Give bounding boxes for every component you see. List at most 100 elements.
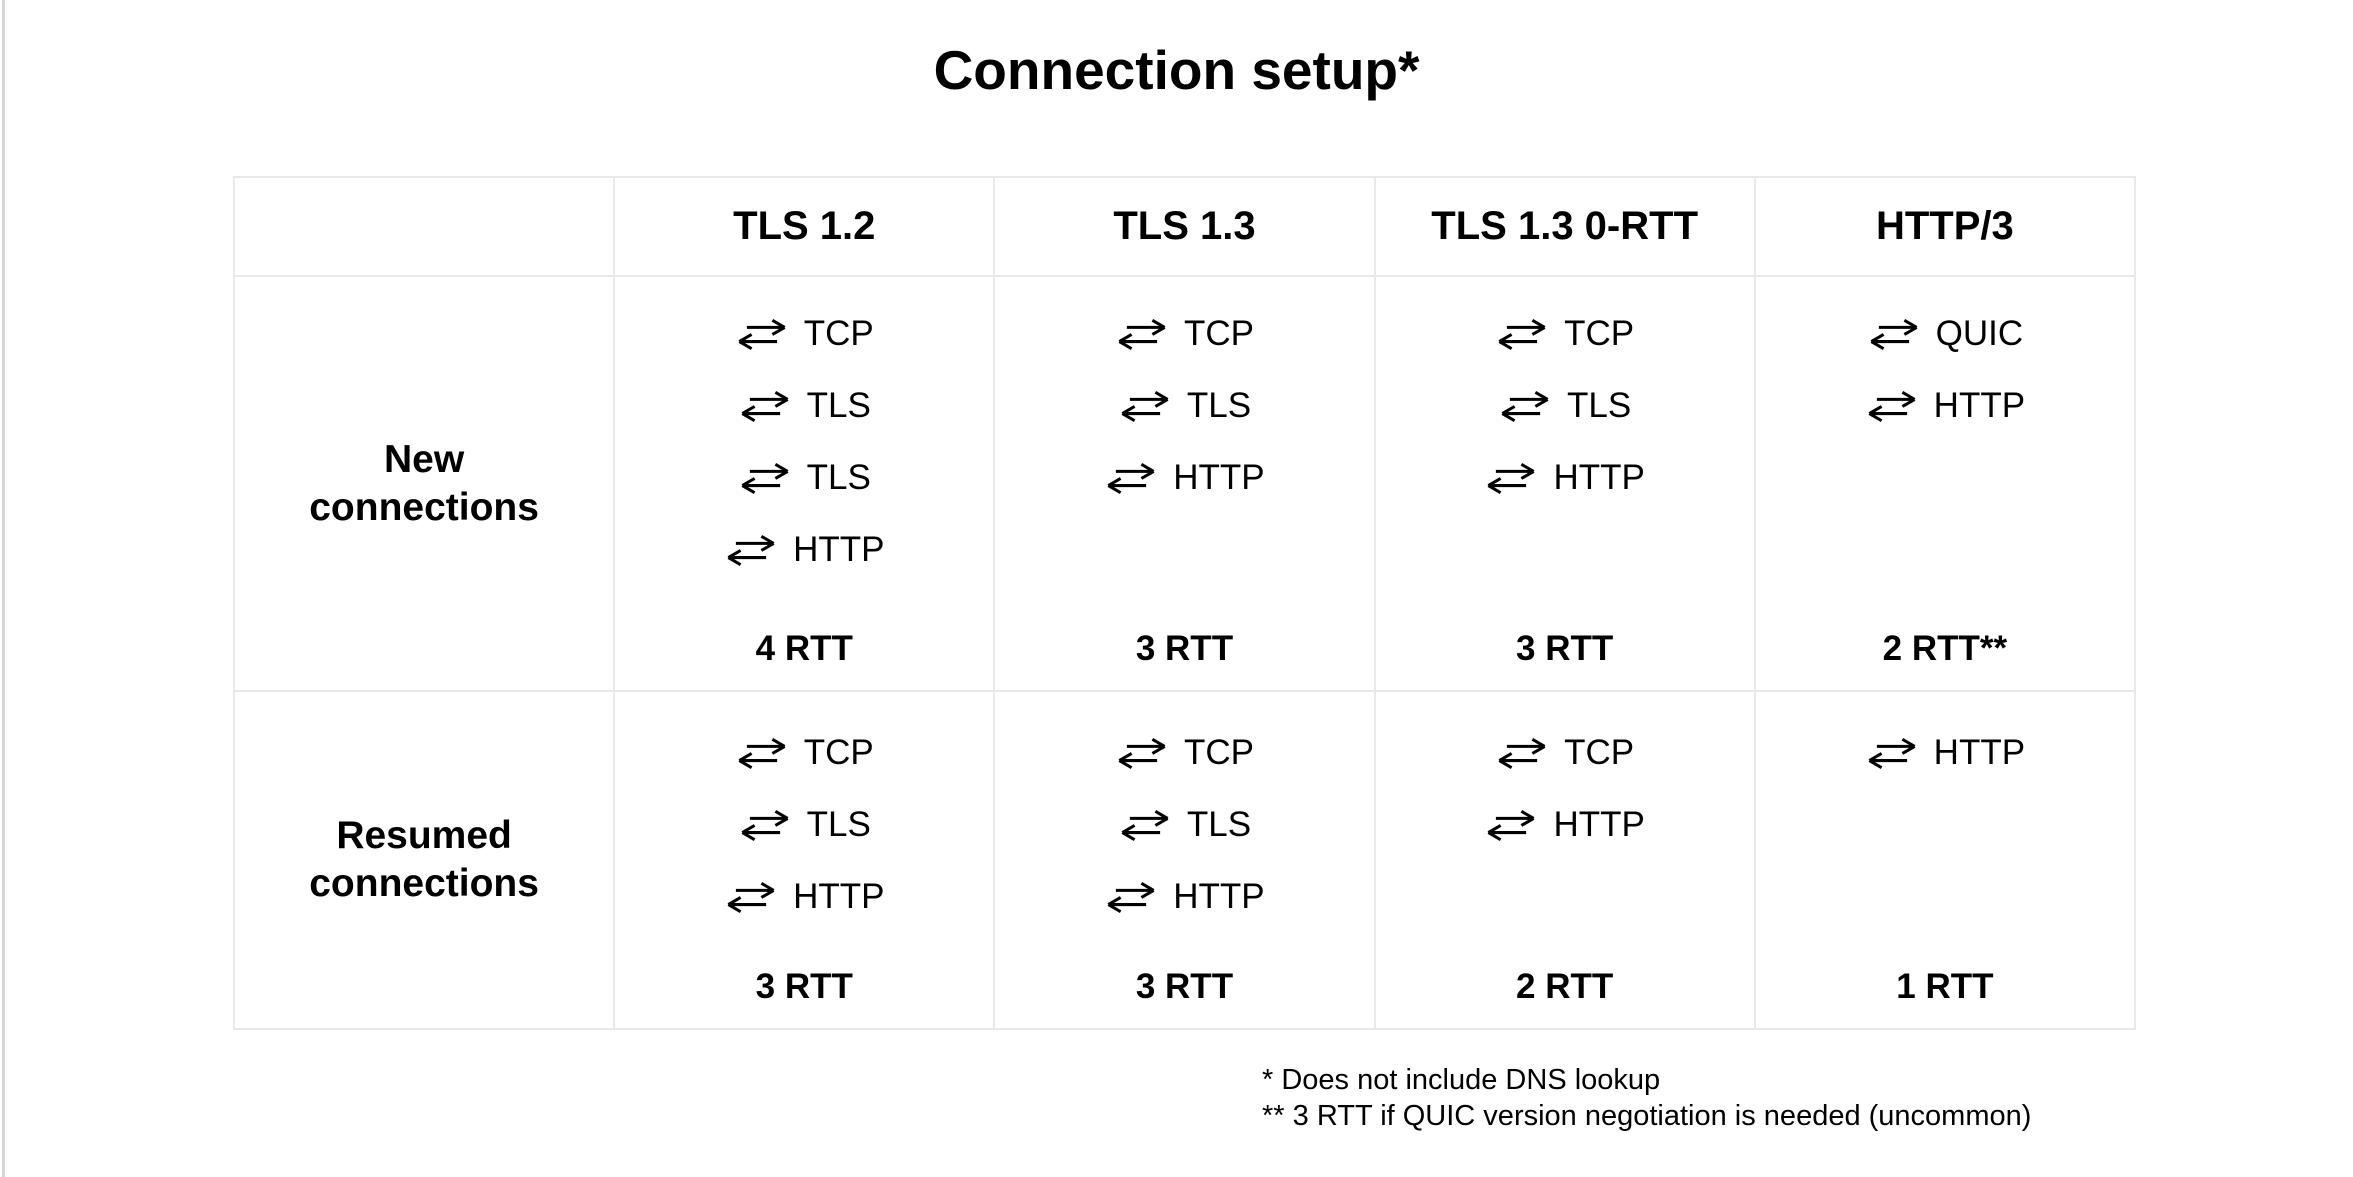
round-trip-arrows-icon xyxy=(1107,462,1155,494)
protocol-label: TLS xyxy=(806,805,871,844)
protocol-step: TLS xyxy=(995,386,1373,425)
round-trip-list: TCP TLS TLS HTTP xyxy=(615,314,993,569)
protocol-label: TLS xyxy=(806,386,871,425)
round-trip-arrows-icon xyxy=(1121,390,1169,422)
protocol-step: HTTP xyxy=(1756,386,2134,425)
round-trip-arrows-icon xyxy=(1107,881,1155,913)
column-header: TLS 1.2 xyxy=(613,176,996,277)
footnote-asterisk: * Does not include DNS lookup xyxy=(1262,1064,1661,1096)
row-header-cell: New connections xyxy=(232,275,616,692)
protocol-step: TCP xyxy=(1376,314,1754,353)
connection-cell: HTTP 1 RTT xyxy=(1753,690,2137,1030)
protocol-label: TCP xyxy=(803,314,874,353)
round-trip-arrows-icon xyxy=(741,462,789,494)
round-trip-arrows-icon xyxy=(1870,318,1918,350)
round-trip-arrows-icon xyxy=(727,534,775,566)
protocol-label: QUIC xyxy=(1935,314,2024,353)
row-header: New connections xyxy=(309,437,539,529)
round-trip-arrows-icon xyxy=(1118,737,1166,769)
protocol-label: TCP xyxy=(1564,733,1635,772)
protocol-label: TLS xyxy=(1567,386,1632,425)
rtt-count: 3 RTT xyxy=(1135,967,1234,1006)
rtt-count: 3 RTT xyxy=(755,967,853,1006)
round-trip-arrows-icon xyxy=(738,318,786,350)
connection-cell: QUIC HTTP 2 RTT** xyxy=(1753,275,2137,692)
round-trip-list: TCP TLS HTTP xyxy=(1376,314,1754,497)
connection-cell: TCP TLS TLS HTTP 4 RTT xyxy=(613,275,996,692)
round-trip-list: TCP TLS HTTP xyxy=(995,314,1373,497)
protocol-step: TCP xyxy=(615,733,993,772)
rtt-count: 3 RTT xyxy=(1516,629,1614,668)
protocol-label: HTTP xyxy=(1933,733,2026,772)
protocol-label: TCP xyxy=(1564,314,1635,353)
round-trip-arrows-icon xyxy=(1121,809,1169,841)
protocol-step: TCP xyxy=(995,314,1373,353)
round-trip-arrows-icon xyxy=(741,809,789,841)
protocol-label: HTTP xyxy=(1933,386,2026,425)
corner-cell xyxy=(232,176,616,277)
protocol-step: TLS xyxy=(995,805,1373,844)
round-trip-arrows-icon xyxy=(1488,462,1535,494)
table-row: New connections TCP TLS TLS HTTP 4 RTT TCP TLS H… xyxy=(232,275,2137,692)
protocol-step: HTTP xyxy=(1756,733,2134,772)
row-header: Resumed connections xyxy=(309,814,539,905)
protocol-step: TCP xyxy=(995,733,1373,772)
protocol-step: TLS xyxy=(1376,386,1754,425)
rtt-count: 1 RTT xyxy=(1896,967,1994,1006)
round-trip-arrows-icon xyxy=(1868,737,1916,769)
protocol-label: HTTP xyxy=(1173,458,1265,497)
protocol-step: TLS xyxy=(615,386,993,425)
protocol-step: TCP xyxy=(1376,733,1754,772)
rtt-count: 3 RTT xyxy=(1135,629,1234,668)
table-row: Resumed connections TCP TLS HTTP 3 RTT TCP TLS… xyxy=(232,690,2137,1030)
protocol-label: HTTP xyxy=(793,877,885,916)
round-trip-arrows-icon xyxy=(1868,390,1916,422)
footnotes: * Does not include DNS lookup ** 3 RTT i… xyxy=(1262,1062,2031,1134)
protocol-step: HTTP xyxy=(995,458,1373,497)
protocol-label: TLS xyxy=(806,458,871,497)
footnote-double-asterisk: ** 3 RTT if QUIC version negotiation is … xyxy=(1262,1100,2032,1132)
protocol-label: HTTP xyxy=(793,530,885,569)
connection-cell: TCP TLS HTTP 3 RTT xyxy=(993,275,1376,692)
page-edge-line xyxy=(2,0,5,1177)
protocol-label: TCP xyxy=(1183,314,1254,353)
protocol-step: HTTP xyxy=(995,877,1373,916)
round-trip-list: HTTP xyxy=(1756,733,2134,772)
connection-cell: TCP TLS HTTP 3 RTT xyxy=(993,690,1376,1030)
protocol-label: TCP xyxy=(803,733,874,772)
round-trip-list: TCP HTTP xyxy=(1376,733,1754,844)
protocol-step: QUIC xyxy=(1756,314,2134,353)
round-trip-arrows-icon xyxy=(1488,809,1535,841)
protocol-step: TLS xyxy=(615,458,993,497)
protocol-label: TCP xyxy=(1183,733,1254,772)
connection-cell: TCP TLS HTTP 3 RTT xyxy=(1373,275,1756,692)
round-trip-arrows-icon xyxy=(727,881,775,913)
column-header: TLS 1.3 xyxy=(993,176,1376,277)
round-trip-arrows-icon xyxy=(741,390,789,422)
row-header-cell: Resumed connections xyxy=(232,690,616,1030)
protocol-step: HTTP xyxy=(615,877,993,916)
column-header: HTTP/3 xyxy=(1753,176,2137,277)
round-trip-arrows-icon xyxy=(1501,390,1549,422)
protocol-label: TLS xyxy=(1186,386,1252,425)
rtt-count: 2 RTT** xyxy=(1882,629,2008,668)
protocol-label: TLS xyxy=(1186,805,1252,844)
round-trip-list: QUIC HTTP xyxy=(1756,314,2134,425)
protocol-label: HTTP xyxy=(1173,877,1265,916)
round-trip-arrows-icon xyxy=(1498,318,1546,350)
rtt-count: 4 RTT xyxy=(755,629,853,668)
round-trip-list: TCP TLS HTTP xyxy=(615,733,993,916)
protocol-label: HTTP xyxy=(1553,458,1645,497)
round-trip-arrows-icon xyxy=(738,737,786,769)
protocol-step: TCP xyxy=(615,314,993,353)
round-trip-arrows-icon xyxy=(1498,737,1546,769)
round-trip-list: TCP TLS HTTP xyxy=(995,733,1373,916)
column-header: TLS 1.3 0-RTT xyxy=(1373,176,1756,277)
round-trip-arrows-icon xyxy=(1118,318,1166,350)
protocol-label: HTTP xyxy=(1553,805,1645,844)
protocol-step: HTTP xyxy=(1376,458,1754,497)
